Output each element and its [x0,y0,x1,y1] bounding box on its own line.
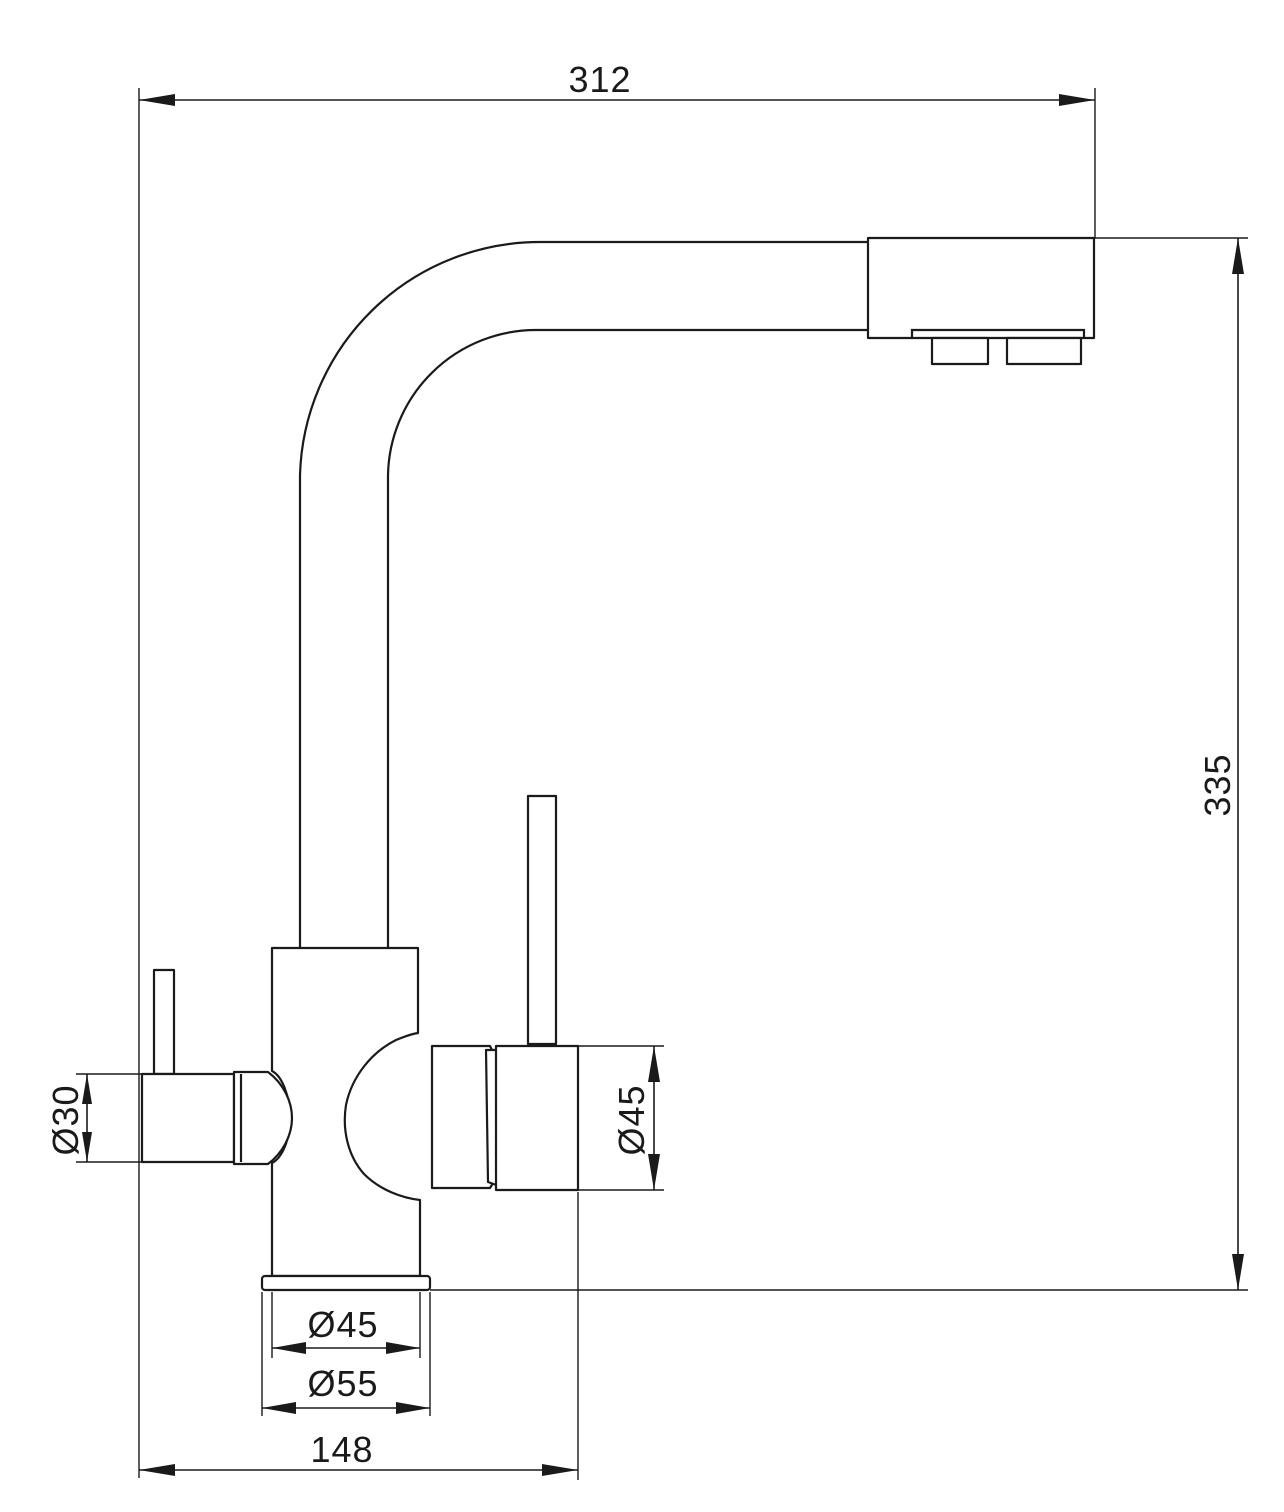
dim-312-label: 312 [568,59,631,100]
spout-outer-edge [298,240,868,948]
left-handle-cap [140,1072,236,1164]
dim-o45-base-label: Ø45 [307,1304,378,1345]
dim-148-label: 148 [310,1429,373,1470]
base-ring [260,1274,432,1292]
outlet-right [1005,336,1083,366]
dim-o55-base-label: Ø55 [307,1363,378,1404]
spout-head-step [910,328,1086,338]
right-handle-cap [494,1044,580,1192]
left-handle-collar [232,1070,294,1166]
spout-head [866,236,1096,340]
dim-335-label: 335 [1197,753,1238,816]
dimension-lines: 312 335 Ø30 Ø45 Ø45 Ø55 [45,59,1248,1480]
right-handle-lever [526,794,558,1046]
main-body [270,946,422,1278]
outlet-left [930,336,990,366]
faucet-outline [140,236,1096,1292]
left-handle-lever [152,968,176,1076]
dim-o45-handle-label: Ø45 [611,1084,652,1155]
dim-o30-label: Ø30 [45,1084,86,1155]
spout-inner-edge [386,328,868,948]
